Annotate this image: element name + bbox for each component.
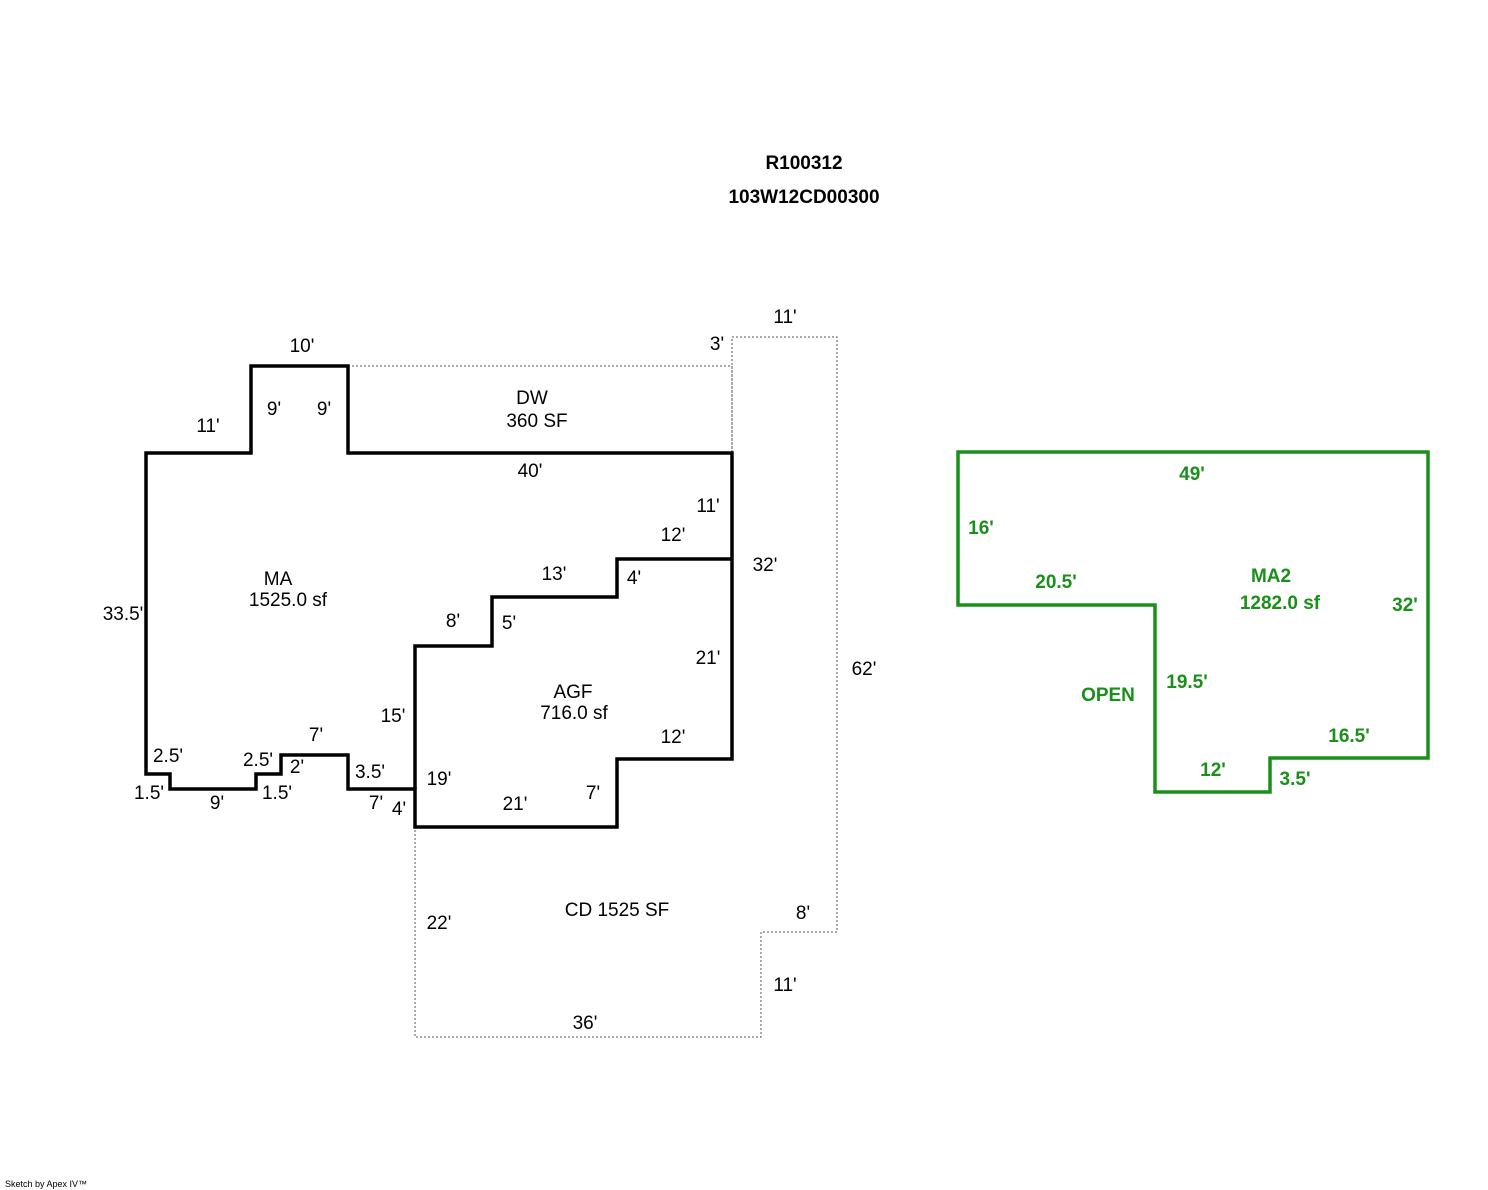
dimension-label: 21' xyxy=(696,648,721,669)
dimension-label: 49' xyxy=(1179,464,1205,485)
dimension-label: 8' xyxy=(796,903,810,924)
ma-label: MA xyxy=(264,569,293,590)
dimension-label: 13' xyxy=(542,564,567,585)
dimension-label: 15' xyxy=(381,706,406,727)
dimension-label: 11' xyxy=(773,307,796,328)
footer-credit: Sketch by Apex IV™ xyxy=(5,1179,87,1189)
dimension-label: 5' xyxy=(502,613,516,634)
dimension-label: 8' xyxy=(446,611,460,632)
dimension-label: 1.5' xyxy=(262,783,292,804)
dimension-label: 20.5' xyxy=(1035,572,1077,593)
dimension-label: 11' xyxy=(696,496,719,517)
dw-area: 360 SF xyxy=(506,411,567,432)
ma-area: 1525.0 sf xyxy=(249,590,328,611)
dimension-label: 3.5' xyxy=(1280,769,1311,790)
dimension-label: 9' xyxy=(317,399,331,420)
dimension-label: 12' xyxy=(661,727,686,748)
dimension-label: 7' xyxy=(586,783,600,804)
ma2-outline xyxy=(956,450,1430,794)
dimension-label: 3' xyxy=(710,334,724,355)
dimension-label: 11' xyxy=(196,416,219,437)
dimension-label: 19.5' xyxy=(1166,672,1208,693)
dimension-label: 7' xyxy=(309,725,323,746)
dimension-label: 16' xyxy=(968,518,994,539)
open-label: OPEN xyxy=(1081,685,1135,706)
dimension-label: 4' xyxy=(627,568,641,589)
ma2-area: 1282.0 sf xyxy=(1240,593,1321,614)
agf-outline xyxy=(413,557,732,789)
ma2-dimension-labels: 49' 16' 20.5' 32' 19.5' 16.5' 12' 3.5' xyxy=(968,464,1418,790)
cd-outline xyxy=(414,336,838,1038)
cd-label: CD 1525 SF xyxy=(565,900,670,921)
ma-outline xyxy=(144,364,734,829)
dimension-label: 12' xyxy=(661,525,686,546)
dimension-label: 36' xyxy=(573,1013,598,1034)
dimension-label: 1.5' xyxy=(134,783,164,804)
dimension-label: 11' xyxy=(773,975,796,996)
map-number: 103W12CD00300 xyxy=(728,187,879,208)
dimension-label: 62' xyxy=(852,659,877,680)
dimension-labels: 10' 3' 11' 11' 9' 9' 40' 11' 12' 32' 13'… xyxy=(103,307,877,1034)
agf-area: 716.0 sf xyxy=(540,703,608,724)
dimension-label: 21' xyxy=(503,794,528,815)
dimension-label: 22' xyxy=(427,913,452,934)
dimension-label: 40' xyxy=(518,461,543,482)
dimension-label: 12' xyxy=(1200,760,1226,781)
dimension-label: 9' xyxy=(210,793,224,814)
dimension-label: 2' xyxy=(290,757,304,778)
dimension-label: 16.5' xyxy=(1328,726,1370,747)
dimension-label: 3.5' xyxy=(355,762,385,783)
dimension-label: 7' xyxy=(369,793,383,814)
agf-label: AGF xyxy=(553,682,592,703)
dimension-label: 33.5' xyxy=(103,604,144,625)
dimension-label: 2.5' xyxy=(153,746,183,767)
ma2-label: MA2 xyxy=(1251,566,1291,587)
dimension-label: 19' xyxy=(427,769,452,790)
dimension-label: 32' xyxy=(1392,595,1418,616)
dw-label: DW xyxy=(516,388,548,409)
dimension-label: 4' xyxy=(392,799,406,820)
dimension-label: 10' xyxy=(290,336,315,357)
dimension-label: 2.5' xyxy=(243,750,273,771)
dimension-label: 32' xyxy=(753,555,778,576)
parcel-id: R100312 xyxy=(765,153,842,174)
dw-outline xyxy=(348,365,733,453)
dimension-label: 9' xyxy=(267,399,281,420)
